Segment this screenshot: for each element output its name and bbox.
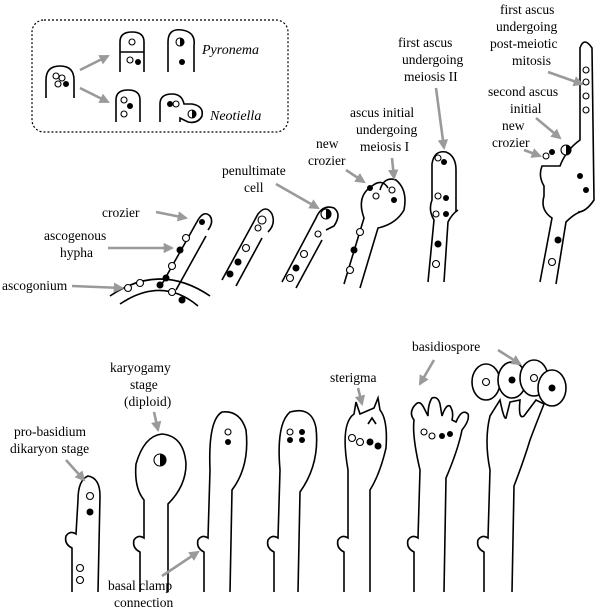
label-crozier: crozier <box>102 205 140 220</box>
arrow-karyogamy <box>151 411 162 433</box>
label-meiosis-I-1: ascus initial <box>350 105 414 120</box>
basidium-stage-1 <box>64 475 101 593</box>
inset-origin-cell <box>45 65 75 98</box>
neotiella-cell-1 <box>115 89 141 122</box>
arrow-post-meiotic <box>547 70 584 87</box>
stage-2 <box>221 208 275 287</box>
label-meiosis-II-2: undergoing <box>402 52 463 67</box>
arrow-penultimate-cell <box>275 182 320 210</box>
species-label-pyronema: Pyronema <box>201 43 259 58</box>
label-pro-basidium-2: dikaryon stage <box>10 441 89 456</box>
label-basal-clamp-1: basal clamp <box>108 578 172 593</box>
basidium-stage-7 <box>471 359 567 593</box>
label-karyogamy-1: karyogamy <box>110 360 171 375</box>
label-new-crozier-2a: new <box>502 118 525 133</box>
label-pro-basidium-1: pro-basidium <box>14 424 86 439</box>
stage-crozier <box>161 212 213 291</box>
arrow-meiosis-I <box>387 157 399 181</box>
stage-penultimate <box>281 206 339 289</box>
arrow-ascogonium <box>71 282 125 293</box>
label-karyogamy-3: (diploid) <box>124 394 171 409</box>
label-post-meiotic-2: undergoing <box>496 19 557 34</box>
ascogonium-hypha <box>109 278 211 307</box>
stage-meiosis-II <box>427 150 459 283</box>
label-new-crozier-2b: crozier <box>492 135 530 150</box>
label-new-crozier-1a: new <box>316 136 339 151</box>
label-basidiospore: basidiospore <box>412 339 480 354</box>
basidium-stage-5 <box>336 395 388 592</box>
basidium-stage-6 <box>406 396 470 593</box>
basidium-stage-3 <box>196 411 248 593</box>
basidium-stage-4 <box>266 409 318 593</box>
arrow-pro-basidium <box>65 459 86 482</box>
label-post-meiotic-3: post-meiotic <box>490 36 558 51</box>
label-post-meiotic-1: first ascus <box>500 2 554 17</box>
label-meiosis-I-3: meiosis I <box>360 139 410 154</box>
arrow-sterigma <box>354 387 366 407</box>
inset-dashed-border <box>31 19 289 133</box>
species-label-neotiella: Neotiella <box>209 109 261 124</box>
label-ascogenous-2: hypha <box>60 245 93 260</box>
label-ascogenous-1: ascogenous <box>44 228 106 243</box>
inset-panel: Pyronema Neotiella <box>31 19 289 133</box>
label-second-ascus-2: initial <box>510 101 542 116</box>
arrow-new-crozier-1 <box>345 168 366 184</box>
arrow-crozier <box>155 210 189 222</box>
arrow-basidiospore-right <box>497 348 522 366</box>
pyronema-cell-2 <box>167 28 196 72</box>
stage-post-meiotic <box>539 41 595 285</box>
arrow-new-crozier-2 <box>523 148 542 158</box>
pyronema-cell-1 <box>119 31 145 72</box>
inset-arrow-down <box>79 86 110 104</box>
arrow-meiosis-II <box>434 87 449 151</box>
label-ascogonium: ascogonium <box>2 278 68 293</box>
label-meiosis-II-1: first ascus <box>398 35 452 50</box>
stage-meiosis-I <box>343 178 406 289</box>
arrow-basal-clamp <box>161 550 200 578</box>
label-second-ascus-1: second ascus <box>488 84 558 99</box>
arrow-basidiospore-left <box>418 359 436 386</box>
label-karyogamy-2: stage <box>130 377 158 392</box>
label-penultimate-1: penultimate <box>222 163 286 178</box>
basidium-stage-2 <box>132 433 187 592</box>
label-basal-clamp-2: connection <box>114 595 173 610</box>
label-penultimate-2: cell <box>244 180 264 195</box>
label-meiosis-I-2: undergoing <box>356 122 417 137</box>
arrow-second-ascus <box>535 117 562 140</box>
label-sterigma: sterigma <box>330 370 377 385</box>
label-post-meiotic-4: mitosis <box>512 53 551 68</box>
label-meiosis-II-3: meiosis II <box>404 69 458 84</box>
label-new-crozier-1b: crozier <box>308 153 346 168</box>
inset-arrow-up <box>79 54 110 72</box>
neotiella-cell-2 <box>159 93 204 124</box>
